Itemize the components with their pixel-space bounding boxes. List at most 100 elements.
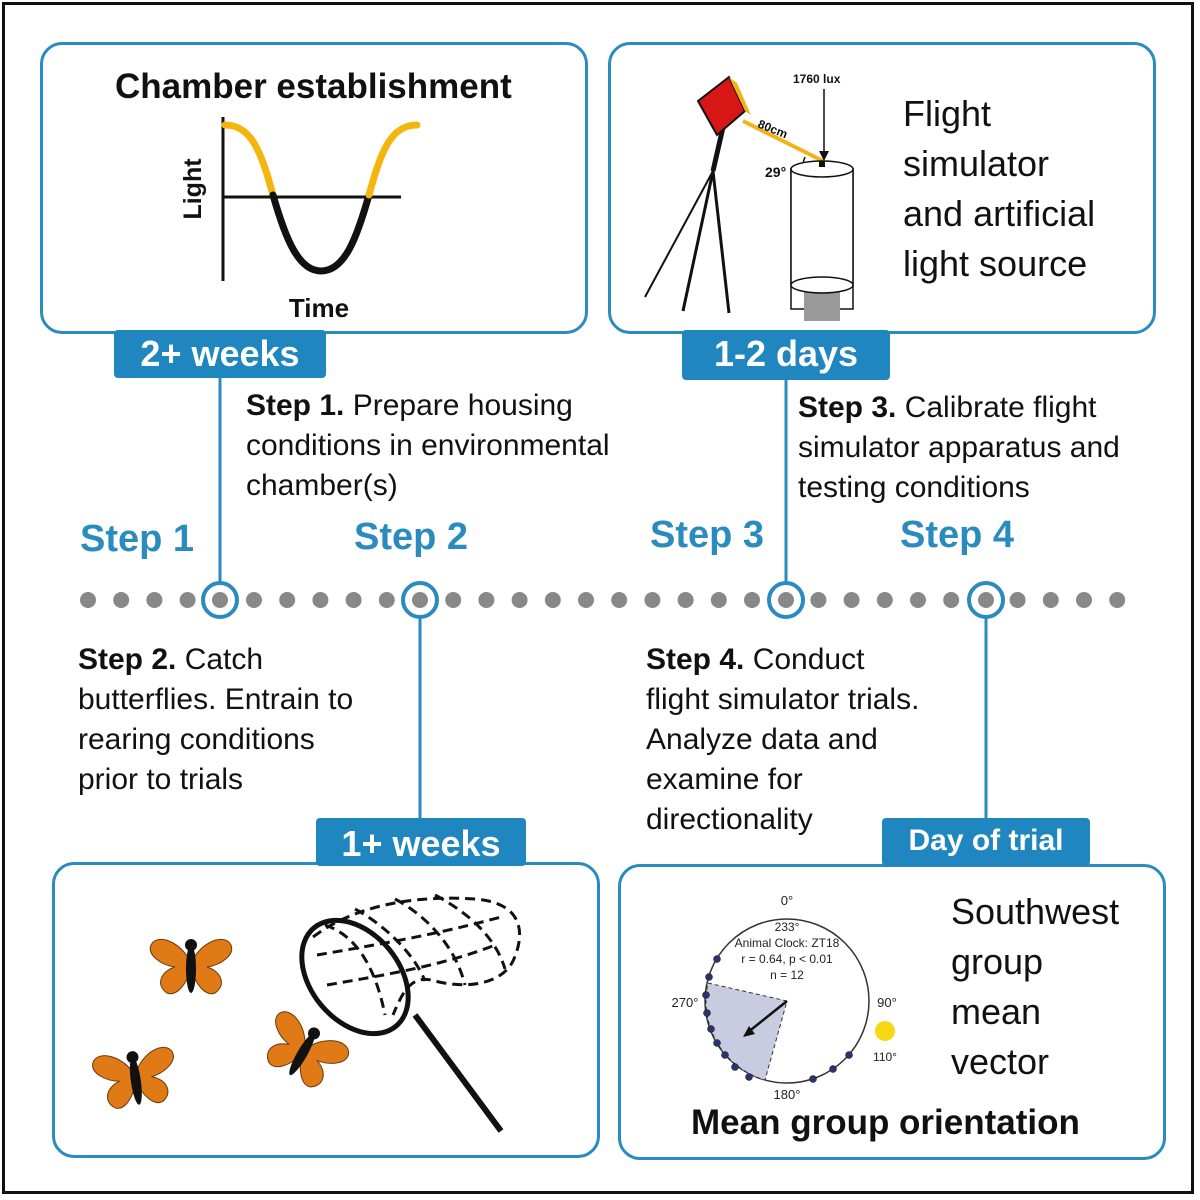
step-1-description: Step 1. Prepare housing conditions in en… bbox=[246, 386, 610, 506]
step-4-description: Step 4. Conduct flight simulator trials.… bbox=[646, 640, 919, 840]
duration-tab-step-2: 1+ weeks bbox=[316, 818, 526, 866]
timeline-dot bbox=[1042, 592, 1059, 608]
timeline-dot bbox=[113, 592, 130, 608]
timeline-dot bbox=[910, 592, 926, 608]
timeline-dot bbox=[445, 592, 462, 608]
orientation-text-line: mean bbox=[951, 991, 1042, 1032]
orientation-text-line: group bbox=[951, 941, 1044, 982]
timeline-dot bbox=[179, 592, 196, 608]
simulator-text-line: light source bbox=[903, 243, 1088, 284]
timeline-dot bbox=[80, 592, 96, 608]
butterfly-tether bbox=[819, 161, 825, 167]
orientation-title: Mean group orientation bbox=[691, 1103, 1080, 1142]
dial-label-left: 270° bbox=[672, 995, 699, 1010]
timeline-dot bbox=[378, 592, 395, 608]
duration-tab-step-4: Day of trial bbox=[882, 818, 1090, 866]
step-2-description: Step 2. Catch butterflies. Entrain to re… bbox=[78, 640, 353, 800]
net-hoop bbox=[299, 917, 411, 1037]
dial-mean: 233° bbox=[775, 920, 800, 934]
timeline-dot bbox=[146, 592, 163, 608]
step-3-desc-line: testing conditions bbox=[798, 471, 1030, 504]
cylinder-bottom bbox=[790, 276, 854, 294]
step-4-desc-line: Analyze data and bbox=[646, 723, 878, 756]
step-3-description: Step 3. Calibrate flight simulator appar… bbox=[798, 388, 1120, 508]
net-mesh bbox=[312, 896, 522, 1016]
timeline-dot bbox=[544, 592, 561, 608]
step-3-marker-dot bbox=[778, 592, 794, 608]
step-3-desc-bold: Step 3. bbox=[798, 391, 897, 424]
dial-stats: r = 0.64, p < 0.01 bbox=[741, 952, 833, 966]
catch-panel bbox=[52, 862, 600, 1158]
light-phase-right bbox=[365, 121, 421, 199]
simulator-text: Flight simulator and artificial light so… bbox=[903, 89, 1095, 289]
timeline-dot bbox=[246, 592, 262, 608]
chamber-title: Chamber establishment bbox=[115, 67, 512, 106]
y-axis-label: Light bbox=[179, 158, 207, 220]
timeline-dot bbox=[345, 592, 362, 608]
simulator-text-line: Flight bbox=[903, 93, 992, 134]
step-1-desc-line: Prepare housing bbox=[344, 389, 573, 422]
step-4-marker-dot bbox=[978, 592, 994, 608]
timeline-dot bbox=[644, 592, 661, 608]
timeline-dot bbox=[1076, 592, 1092, 608]
timeline-dot bbox=[810, 592, 827, 608]
dial-clock: Animal Clock: ZT18 bbox=[735, 936, 840, 950]
timeline-dot bbox=[843, 592, 860, 608]
simulator-text-line: simulator bbox=[903, 143, 1050, 184]
mean-vector-arrowhead bbox=[743, 1026, 755, 1037]
step-2-label: Step 2 bbox=[354, 516, 469, 558]
sun-icon bbox=[875, 1021, 895, 1041]
lux-arrowhead bbox=[819, 151, 829, 161]
step-4-desc-line: examine for bbox=[646, 763, 803, 796]
dial-label-top: 0° bbox=[781, 893, 793, 908]
step-4-desc-line: Conduct bbox=[744, 643, 865, 676]
orientation-text: Southwest group mean vector bbox=[951, 887, 1119, 1087]
lux-label: 1760 lux bbox=[793, 72, 841, 86]
duration-tab-step-1: 2+ weeks bbox=[114, 330, 326, 378]
dial-label-bottom: 180° bbox=[774, 1087, 801, 1102]
step-3-desc-line: Calibrate flight bbox=[896, 391, 1097, 424]
light-beam bbox=[742, 119, 824, 163]
timeline-dot bbox=[876, 592, 893, 608]
timeline-dot bbox=[1009, 592, 1026, 608]
mean-vector bbox=[746, 1000, 788, 1034]
step-4-desc-line: directionality bbox=[646, 803, 813, 836]
simulator-illustration: 80cm 29° 1760 lux bbox=[644, 72, 854, 321]
orientation-text-line: vector bbox=[951, 1041, 1050, 1082]
net-mesh bbox=[316, 893, 507, 1016]
simulator-text-line: and artificial bbox=[903, 193, 1096, 234]
step-1-desc-line: conditions in environmental bbox=[246, 429, 610, 462]
step-4-desc-bold: Step 4. bbox=[646, 643, 745, 676]
tripod-leg bbox=[681, 170, 715, 312]
timeline-dot bbox=[312, 592, 329, 608]
step-4-desc-line: flight simulator trials. bbox=[646, 683, 920, 716]
timeline-dot bbox=[611, 592, 628, 608]
dark-phase bbox=[269, 191, 373, 275]
net-handle bbox=[412, 1013, 504, 1133]
x-axis-label: Time bbox=[289, 293, 349, 323]
catch-illustration bbox=[90, 893, 522, 1133]
timeline-dot bbox=[710, 592, 727, 608]
step-2-desc-line: prior to trials bbox=[78, 763, 244, 796]
timeline-dot bbox=[578, 592, 594, 608]
step-1-desc-line: chamber(s) bbox=[246, 469, 398, 502]
step-3-label: Step 3 bbox=[650, 514, 765, 556]
step-2-desc-line: rearing conditions bbox=[78, 723, 315, 756]
dial-n: n = 12 bbox=[770, 968, 804, 982]
timeline-dot bbox=[279, 592, 296, 608]
light-phase-left bbox=[221, 121, 277, 199]
timeline-dot bbox=[744, 592, 760, 608]
orientation-panel: 0° 90° 180° 270° 233° Animal Clock: ZT18… bbox=[618, 864, 1166, 1160]
tripod-leg bbox=[711, 170, 731, 314]
timeline-dot bbox=[1109, 592, 1126, 608]
step-2-desc-bold: Step 2. bbox=[78, 643, 177, 676]
step-4-label: Step 4 bbox=[900, 514, 1015, 556]
timeline-dot bbox=[943, 592, 960, 608]
step-3-desc-line: simulator apparatus and bbox=[798, 431, 1120, 464]
sun-label: 110° bbox=[873, 1050, 897, 1064]
step-2-marker-dot bbox=[412, 592, 428, 608]
light-cycle-plot: Light Time bbox=[179, 117, 421, 323]
